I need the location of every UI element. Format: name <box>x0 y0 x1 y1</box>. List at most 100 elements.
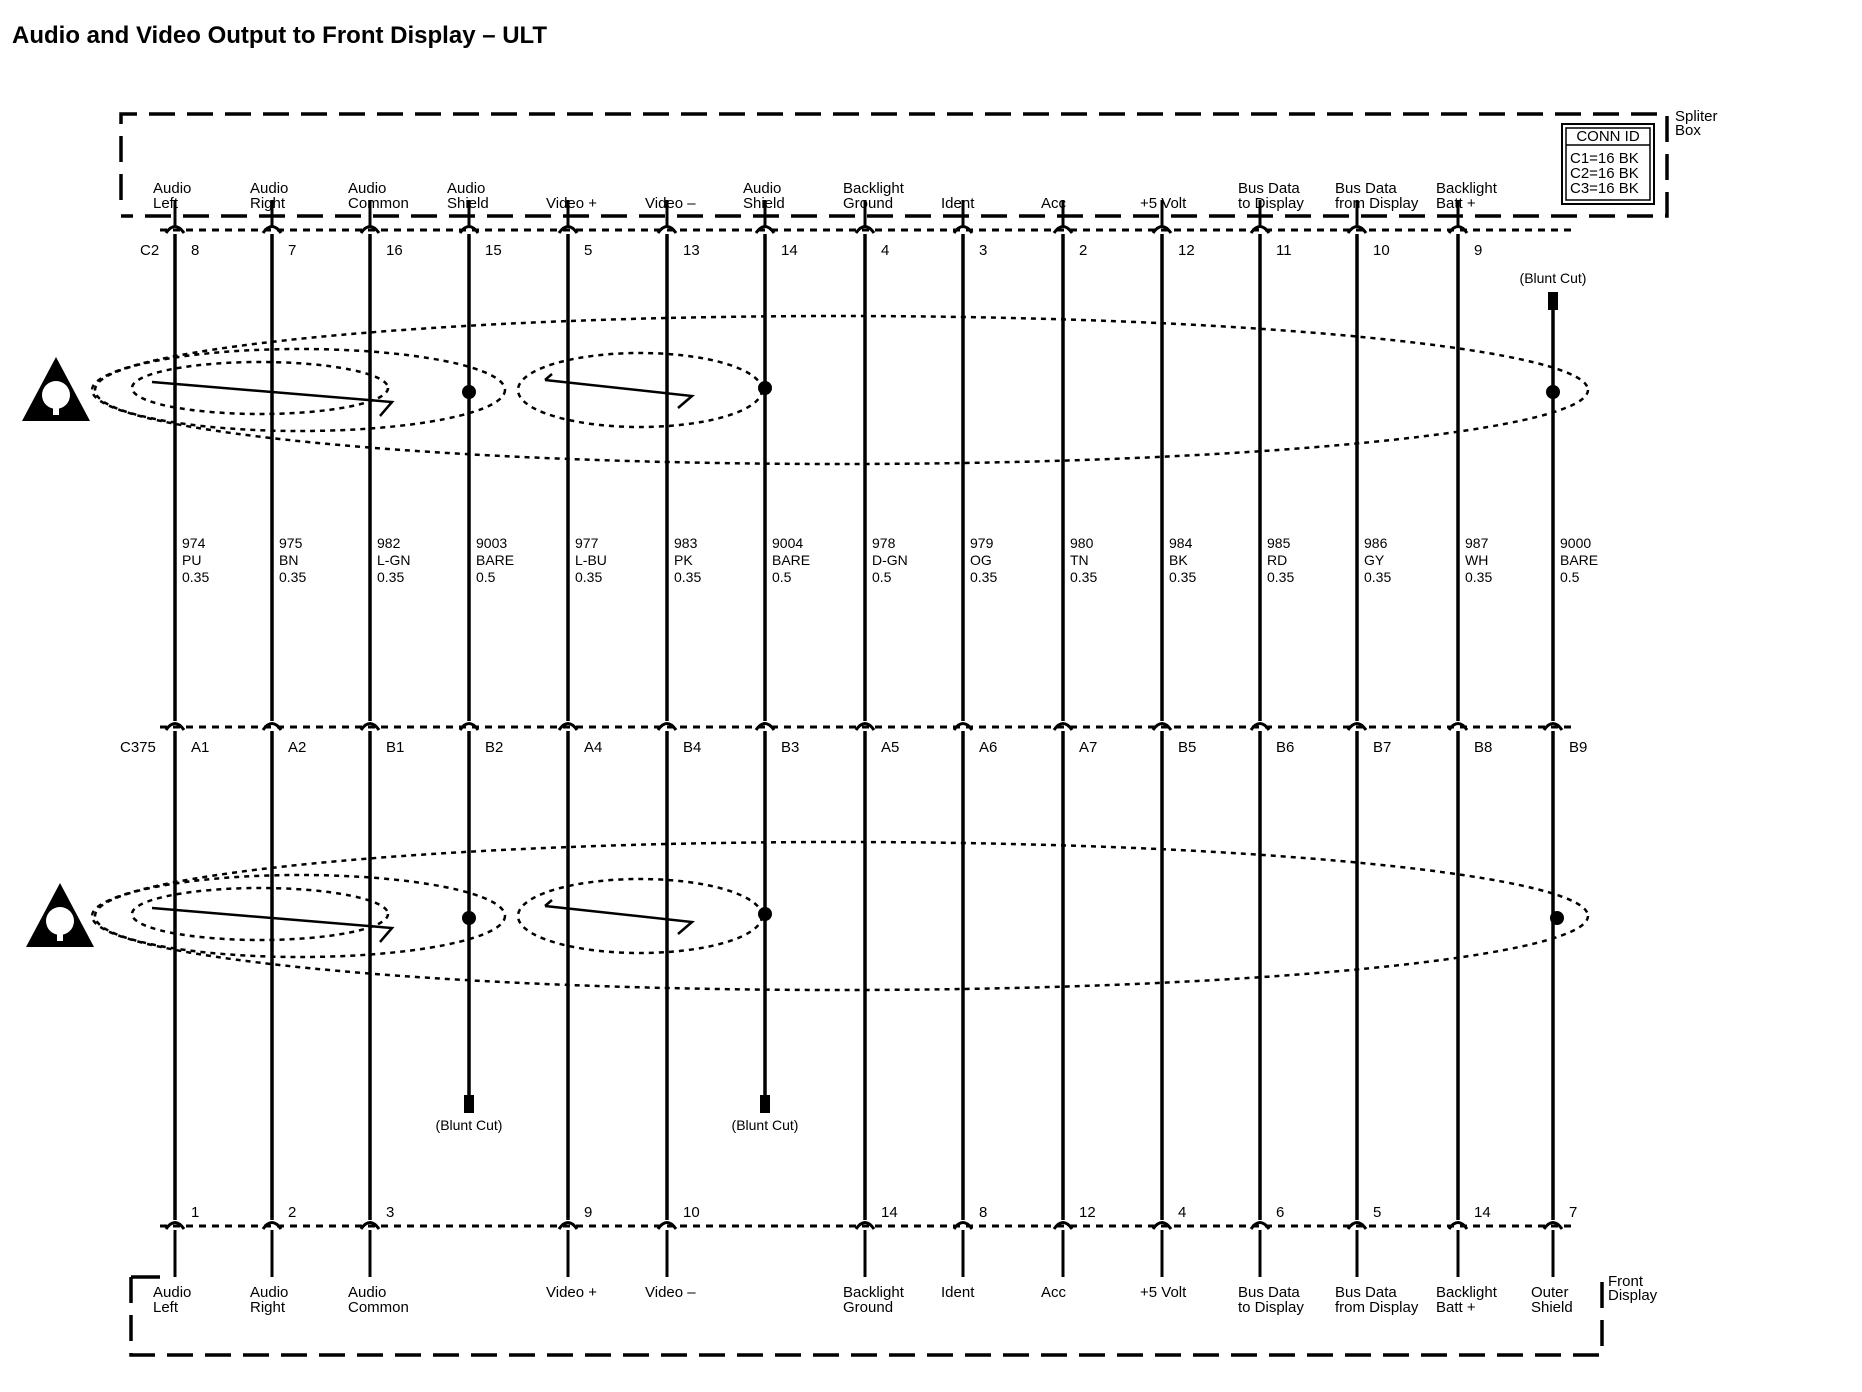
c2-terminal <box>1249 225 1271 234</box>
circuit-number: 9000 <box>1560 535 1591 551</box>
front-display-pin-label: Backlight <box>843 1284 905 1301</box>
wire-gauge: 0.35 <box>1465 569 1492 585</box>
fd-terminal <box>854 1221 876 1230</box>
front-display-pin-label: Video – <box>645 1284 696 1301</box>
fd-terminal <box>1249 1221 1271 1230</box>
c375-terminal <box>1052 722 1074 731</box>
conn-id-c3: C3=16 BK <box>1570 180 1639 197</box>
wire-color: BARE <box>476 552 514 568</box>
wire-gauge: 0.35 <box>1070 569 1097 585</box>
wire-color: GY <box>1364 552 1385 568</box>
circuit-number: 9003 <box>476 535 507 551</box>
circuit-number: 985 <box>1267 535 1291 551</box>
c2-terminal <box>952 225 974 234</box>
shield-splice <box>462 911 476 925</box>
c2-pin-number: 7 <box>288 242 296 259</box>
blunt-cut <box>464 1095 474 1113</box>
c2-terminal <box>1346 225 1368 234</box>
c375-pin-number: A6 <box>979 739 997 756</box>
c375-terminal <box>1151 722 1173 731</box>
c375-terminal <box>458 722 480 731</box>
shield-splice <box>758 907 772 921</box>
front-display-pin-label: Bus Data <box>1335 1284 1397 1301</box>
wire-color: WH <box>1465 552 1488 568</box>
wire-color: D-GN <box>872 552 908 568</box>
c2-pin-number: 3 <box>979 242 987 259</box>
c375-pin-number: B1 <box>386 739 404 756</box>
fd-pin-number: 3 <box>386 1204 394 1221</box>
shield-splice <box>758 381 772 395</box>
shield-splice <box>462 385 476 399</box>
wire-gauge: 0.5 <box>872 569 892 585</box>
audio-shield-loop <box>93 347 507 433</box>
wire-color: BK <box>1169 552 1188 568</box>
c2-pin-number: 8 <box>191 242 199 259</box>
blunt-cut-label: (Blunt Cut) <box>732 1117 799 1133</box>
circuit-number: 980 <box>1070 535 1094 551</box>
wire-gauge: 0.35 <box>575 569 602 585</box>
front-display-pin-label: Audio <box>250 1284 288 1301</box>
splitter-pin-label: Shield <box>743 195 785 212</box>
fd-terminal <box>261 1221 283 1230</box>
wire-gauge: 0.35 <box>377 569 404 585</box>
front-display-pin-label: from Display <box>1335 1299 1419 1316</box>
conn-id-c2: C2=16 BK <box>1570 165 1639 182</box>
fd-terminal <box>1151 1221 1173 1230</box>
splitter-pin-label: Audio <box>743 180 781 197</box>
splitter-pin-label: Ground <box>843 195 893 212</box>
wire-color: TN <box>1070 552 1089 568</box>
front-display-pin-label: Video + <box>546 1284 597 1301</box>
fd-terminal <box>1346 1221 1368 1230</box>
warning-icon-base <box>53 407 59 415</box>
fd-terminal <box>1542 1221 1564 1230</box>
c2-pin-number: 13 <box>683 242 700 259</box>
page-title: Audio and Video Output to Front Display … <box>12 22 548 49</box>
c2-pin-number: 15 <box>485 242 502 259</box>
front-display-pin-label: Outer <box>1531 1284 1569 1301</box>
c2-terminal <box>164 225 186 234</box>
c375-terminal <box>754 722 776 731</box>
audio-shield-loop-inner <box>130 886 390 942</box>
c375-pin-number: A5 <box>881 739 899 756</box>
warning-icon-lens <box>42 381 70 409</box>
fd-pin-number: 4 <box>1178 1204 1186 1221</box>
conn-id-c1: C1=16 BK <box>1570 150 1639 167</box>
c375-pin-number: B5 <box>1178 739 1196 756</box>
wire-color: BARE <box>772 552 810 568</box>
splitter-pin-label: Common <box>348 195 409 212</box>
front-display-pin-label: Batt + <box>1436 1299 1476 1316</box>
wire-color: PK <box>674 552 693 568</box>
c2-pin-number: 12 <box>1178 242 1195 259</box>
c2-pin-number: 14 <box>781 242 798 259</box>
c375-terminal <box>656 722 678 731</box>
shield-splice <box>1546 385 1560 399</box>
splitter-pin-label: Backlight <box>1436 180 1498 197</box>
c2-terminal <box>1052 225 1074 234</box>
blunt-cut <box>760 1095 770 1113</box>
c375-pin-number: A2 <box>288 739 306 756</box>
connector-label-c375: C375 <box>120 739 156 756</box>
wire-color: L-BU <box>575 552 607 568</box>
c2-terminal <box>854 225 876 234</box>
front-display-pin-label: Shield <box>1531 1299 1573 1316</box>
fd-pin-number: 10 <box>683 1204 700 1221</box>
shield-loops <box>22 314 1590 992</box>
warning-icon-lens <box>46 907 74 935</box>
front-display-outline <box>129 1277 1604 1357</box>
c2-pin-number: 9 <box>1474 242 1482 259</box>
circuit-number: 982 <box>377 535 401 551</box>
wire-gauge: 0.35 <box>279 569 306 585</box>
fd-pin-number: 14 <box>1474 1204 1491 1221</box>
wire-color: BN <box>279 552 298 568</box>
fd-terminal <box>1447 1221 1469 1230</box>
wire-gauge: 0.35 <box>1267 569 1294 585</box>
circuit-number: 9004 <box>772 535 803 551</box>
splitter-pin-label: from Display <box>1335 195 1419 212</box>
c2-pin-number: 11 <box>1276 242 1292 259</box>
c375-pin-number: A1 <box>191 739 209 756</box>
c2-terminal <box>754 225 776 234</box>
circuit-number: 983 <box>674 535 698 551</box>
c375-terminal <box>164 722 186 731</box>
outer-shield-loop <box>90 314 1590 466</box>
splitter-pin-label: Video – <box>645 195 696 212</box>
